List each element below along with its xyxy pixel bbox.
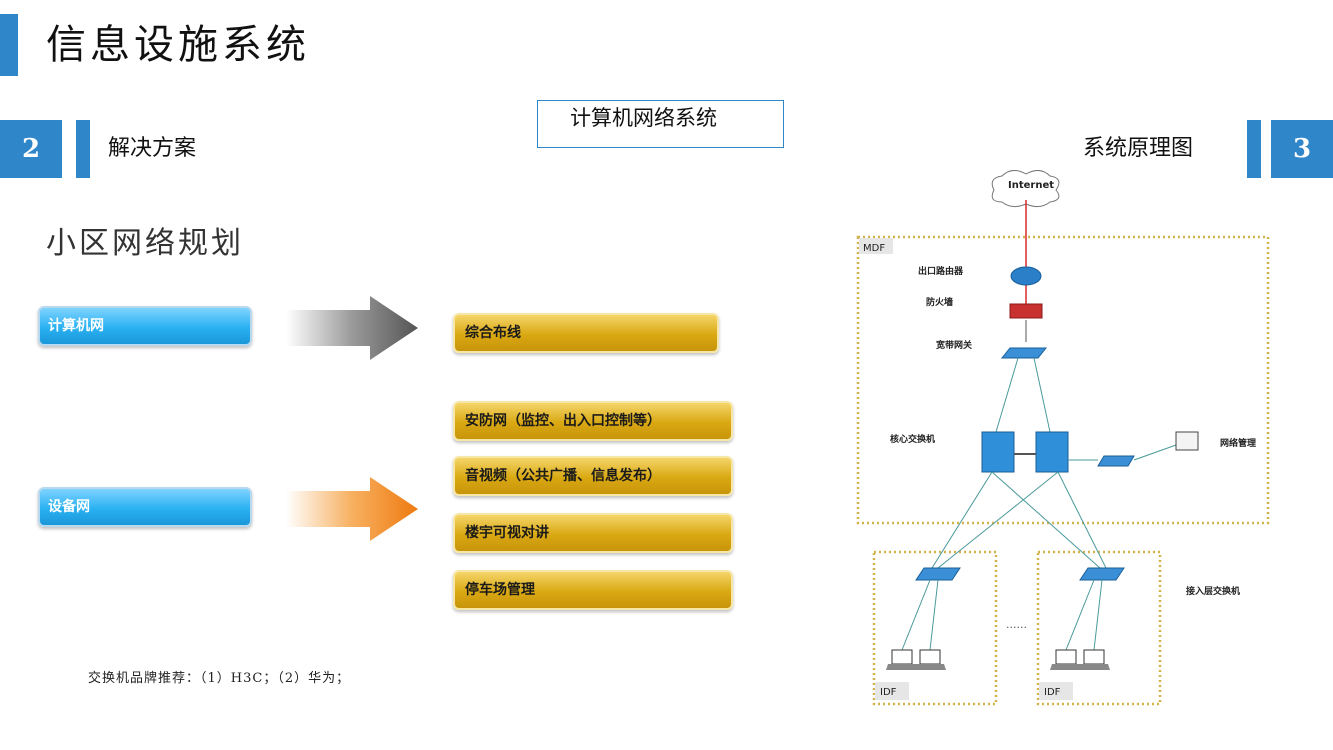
idf-frame-1 — [872, 550, 998, 706]
firewall-label: 防火墙 — [926, 296, 953, 308]
laptop-icon — [886, 649, 918, 670]
internet-cloud-icon — [991, 170, 1060, 208]
section-number-right: 3 — [1271, 120, 1333, 178]
idf1-label: IDF — [880, 687, 897, 698]
gateway-label: 宽带网关 — [935, 339, 972, 351]
switch-brand-note: 交换机品牌推荐：（1）H3C；（2）华为； — [88, 671, 351, 686]
source-pill-device-network: 设备网 — [38, 487, 252, 527]
mdf-label-bg — [859, 238, 893, 254]
router-label: 出口路由器 — [918, 265, 964, 277]
access-switch-icon-1 — [915, 567, 961, 581]
orange-arrow-icon — [286, 477, 418, 541]
core-switch-icon-1 — [981, 431, 1015, 473]
idf-frame-2 — [1036, 550, 1162, 706]
gray-arrow-icon — [286, 296, 418, 360]
target-pill-audio-video: 音视频（公共广播、信息发布） — [453, 456, 733, 496]
title-accent-bar — [0, 14, 18, 76]
target-pill-security: 安防网（监控、出入口控制等） — [453, 401, 733, 441]
section-accent-right — [1247, 120, 1261, 178]
idf2-label: IDF — [1044, 687, 1061, 698]
router-icon — [1010, 266, 1042, 286]
idf2-label-bg — [1039, 682, 1073, 700]
section-label-right: 系统原理图 — [1083, 136, 1194, 161]
network-topology-diagram: MDF IDF IDF ...... Internet 出口路由器 防火墙 宽带… — [856, 170, 1270, 706]
mgmt-label: 网络管理 — [1220, 437, 1256, 449]
gateway-switch-icon — [1000, 347, 1048, 359]
idf-ellipsis: ...... — [1006, 618, 1027, 631]
access-switch-icon-2 — [1079, 567, 1125, 581]
section-number-left: 2 — [0, 120, 62, 178]
laptop-icon — [914, 649, 946, 670]
target-pill-intercom: 楼宇可视对讲 — [453, 513, 733, 553]
subtitle: 小区网络规划 — [46, 226, 244, 261]
internet-label: Internet — [1008, 180, 1054, 191]
core-switch-icon-2 — [1035, 431, 1069, 473]
firewall-icon — [1009, 303, 1043, 319]
section-label-left: 解决方案 — [108, 136, 197, 161]
network-system-title-box: 计算机网络系统 — [537, 100, 784, 148]
source-pill-computer-network: 计算机网 — [38, 306, 252, 346]
mdf-label: MDF — [863, 243, 885, 254]
page-title: 信息设施系统 — [46, 22, 310, 68]
laptop-icon — [1078, 649, 1110, 670]
target-pill-parking: 停车场管理 — [453, 570, 733, 610]
core-switch-label: 核心交换机 — [890, 433, 935, 445]
mgmt-switch-icon — [1097, 455, 1135, 467]
section-accent-left — [76, 120, 90, 178]
laptop-icon — [1050, 649, 1082, 670]
access-switch-label: 接入层交换机 — [1186, 585, 1240, 597]
idf1-label-bg — [875, 682, 909, 700]
mgmt-monitor-icon — [1175, 431, 1199, 451]
target-pill-cabling: 综合布线 — [453, 313, 719, 353]
mdf-frame — [856, 235, 1270, 525]
